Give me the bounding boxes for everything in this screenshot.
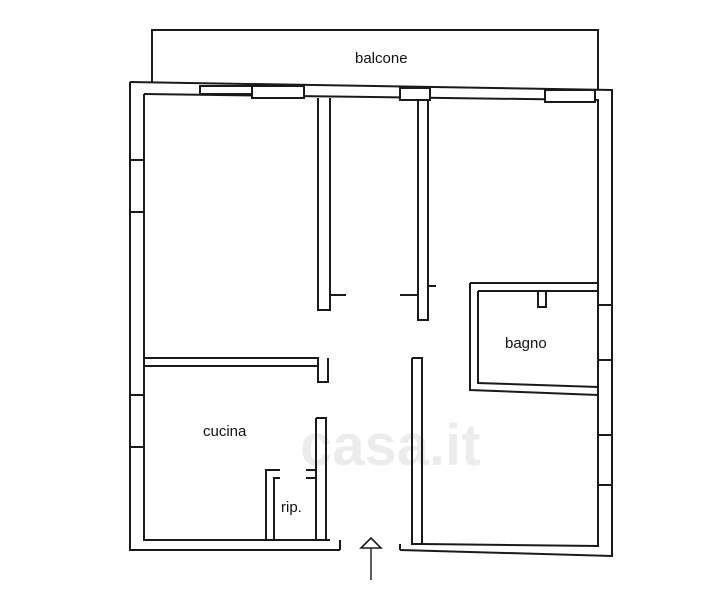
kitchen-label: cucina xyxy=(203,423,247,440)
storage-label: rip. xyxy=(281,499,302,516)
wall-kitchen-north xyxy=(144,357,329,383)
wall-storage-west xyxy=(265,469,280,540)
entrance-arrow xyxy=(359,536,383,580)
wall-bottom-right-room-west xyxy=(411,357,423,545)
entrance-arrow-head xyxy=(359,536,383,549)
window-left-2 xyxy=(129,394,145,448)
wall-right-room-west xyxy=(417,100,429,321)
bathroom-label: bagno xyxy=(505,335,547,352)
balcony: balcone xyxy=(151,29,599,90)
outer-wall-right-outer xyxy=(129,81,613,558)
window-right-2 xyxy=(597,434,613,486)
balcony-outline xyxy=(151,29,599,90)
outer-wall-left-inner xyxy=(143,94,330,541)
bathroom-fixture xyxy=(537,290,547,308)
window-top-4 xyxy=(544,89,596,103)
wall-left-room-east xyxy=(317,98,331,311)
watermark-text: casa.it xyxy=(300,413,481,478)
outer-wall-right-inner xyxy=(143,93,599,548)
room-labels: bagno cucina rip. xyxy=(203,335,547,516)
outer-wall-left-outer xyxy=(129,82,340,551)
window-left-1 xyxy=(129,159,145,213)
wall-storage-west-inner xyxy=(273,477,280,540)
outer-walls xyxy=(129,81,613,558)
window-top-1 xyxy=(199,85,253,95)
balcony-label: balcone xyxy=(355,50,408,67)
window-top-3 xyxy=(399,87,431,101)
window-right-1 xyxy=(597,304,613,361)
window-top-2 xyxy=(251,85,305,99)
watermark: casa.it xyxy=(300,413,481,478)
wall-storage-east xyxy=(315,417,327,541)
interior-walls xyxy=(144,98,599,545)
wall-bathroom-west-inner xyxy=(477,291,599,388)
wall-bathroom-west-outer xyxy=(469,283,599,396)
